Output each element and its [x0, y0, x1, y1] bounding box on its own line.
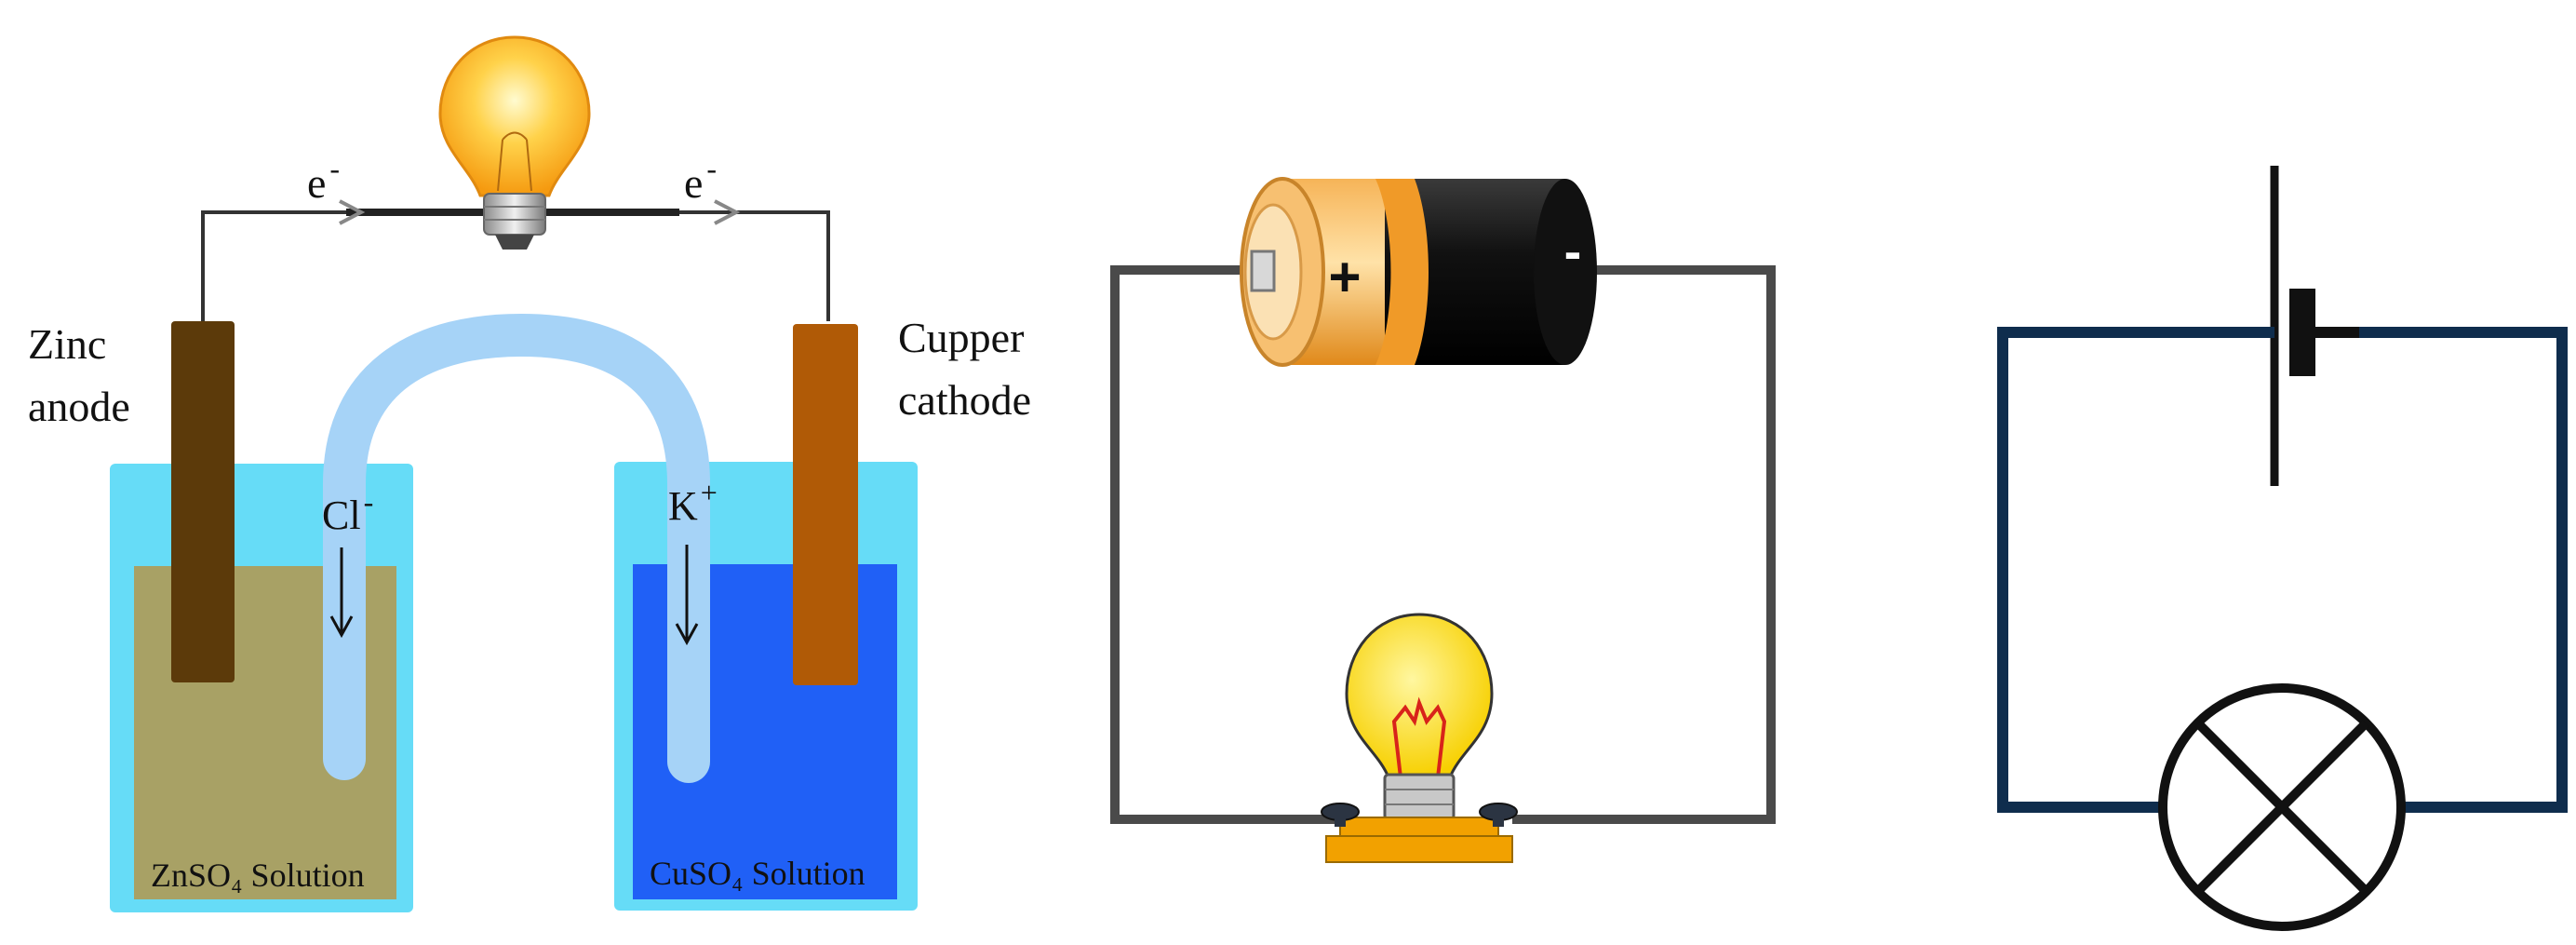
electron-arrow-right [714, 199, 741, 225]
left-solution-label: ZnSO₄ Solution [151, 857, 365, 894]
schematic-wire [1997, 327, 2568, 813]
right-beaker: CuSO₄ Solution [614, 462, 918, 911]
right-solution-label: CuSO₄ Solution [650, 855, 865, 892]
cathode-label-line1: Cupper [898, 314, 1024, 361]
galvanic-cell: e- e- ZnSO₄ Solution CuSO₄ Solution [28, 35, 1031, 912]
battery-positive-sign: + [1328, 246, 1361, 308]
zinc-anode [171, 321, 235, 682]
battery-circuit: + - [1110, 177, 1776, 863]
salt-bridge [323, 313, 710, 783]
lamp-symbol-icon [2158, 683, 2406, 931]
battery-icon: + - [1240, 177, 1597, 367]
copper-cathode [793, 324, 858, 685]
battery-circuit-wire [1110, 265, 1776, 824]
electron-label-right: e- [684, 152, 717, 207]
cation-arrow [675, 545, 699, 646]
anion-label: Cl- [322, 485, 373, 538]
cell-short-plate [2289, 289, 2315, 376]
light-bulb-icon [438, 35, 591, 250]
cathode-label-line2: cathode [898, 376, 1031, 424]
anode-label-line2: anode [28, 383, 130, 430]
left-beaker: ZnSO₄ Solution [110, 464, 413, 912]
anion-arrow [329, 547, 354, 639]
anode-label-line1: Zinc [28, 320, 106, 368]
battery-negative-sign: - [1564, 222, 1582, 280]
electron-arrow-left [339, 199, 366, 225]
circuit-schematic [1997, 166, 2568, 931]
cation-label: K+ [668, 476, 718, 529]
electron-label-left: e- [307, 152, 340, 207]
lamp-on-holder-icon [1321, 613, 1518, 863]
